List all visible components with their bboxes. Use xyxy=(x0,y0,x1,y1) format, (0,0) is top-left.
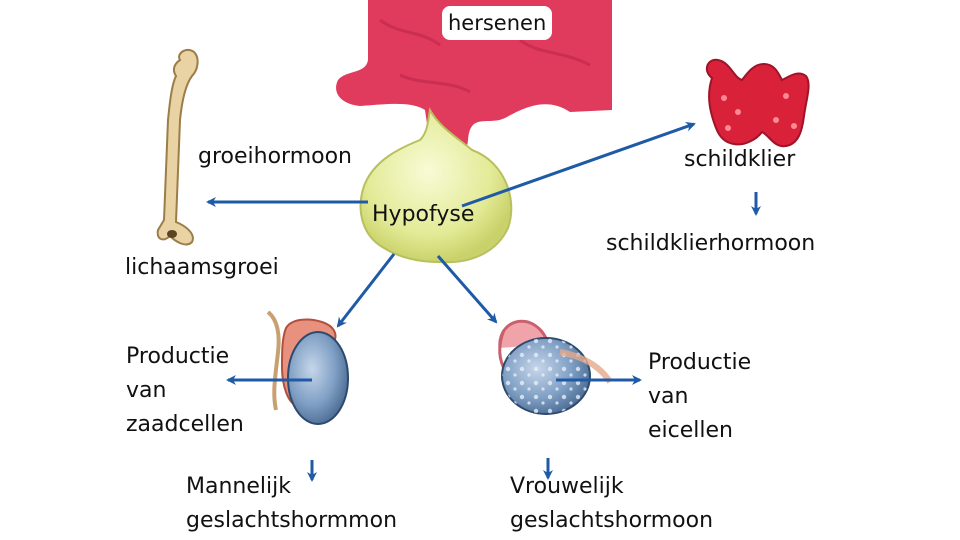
ovary-illustration xyxy=(498,319,613,415)
thyroid-gland xyxy=(705,58,810,148)
label-schildklier: schildklier xyxy=(684,147,796,172)
hormone-arrows xyxy=(206,121,761,482)
label-zaadcellen-line: Productie xyxy=(126,344,230,369)
label-hypofyse: Hypofyse xyxy=(372,202,475,227)
label-vrouwelijk: Vrouwelijk geslachtshormoon xyxy=(510,470,750,538)
testis-illustration xyxy=(266,310,349,425)
label-zaadcellen-line: zaadcellen xyxy=(126,412,244,437)
label-vrouwelijk-line: geslachtshormoon xyxy=(510,508,714,533)
label-vrouwelijk-line: Vrouwelijk xyxy=(510,474,624,499)
arrow-to-ovary xyxy=(436,255,498,324)
arrow-to-testis xyxy=(336,253,396,328)
label-eicellen-line: eicellen xyxy=(648,418,733,443)
label-mannelijk: Mannelijk geslachtshormmon xyxy=(186,470,426,538)
label-lichaamsgroei: lichaamsgroei xyxy=(125,255,279,280)
label-hersenen: hersenen xyxy=(442,6,553,40)
label-mannelijk-line: Mannelijk xyxy=(186,474,291,499)
label-eicellen-line: van xyxy=(648,384,689,409)
label-eicellen: Productie van eicellen xyxy=(648,346,788,448)
label-zaadcellen: Productie van zaadcellen xyxy=(126,340,266,442)
arrow-to-thyroid xyxy=(461,121,696,208)
label-mannelijk-line: geslachtshormmon xyxy=(186,508,398,533)
label-schildklierhormoon: schildklierhormoon xyxy=(606,231,816,256)
bone-illustration xyxy=(156,48,199,246)
label-zaadcellen-line: van xyxy=(126,378,167,403)
pituitary-gland xyxy=(359,107,513,264)
brain-illustration xyxy=(336,0,612,169)
label-groeihormoon: groeihormoon xyxy=(198,144,352,169)
label-eicellen-line: Productie xyxy=(648,350,752,375)
